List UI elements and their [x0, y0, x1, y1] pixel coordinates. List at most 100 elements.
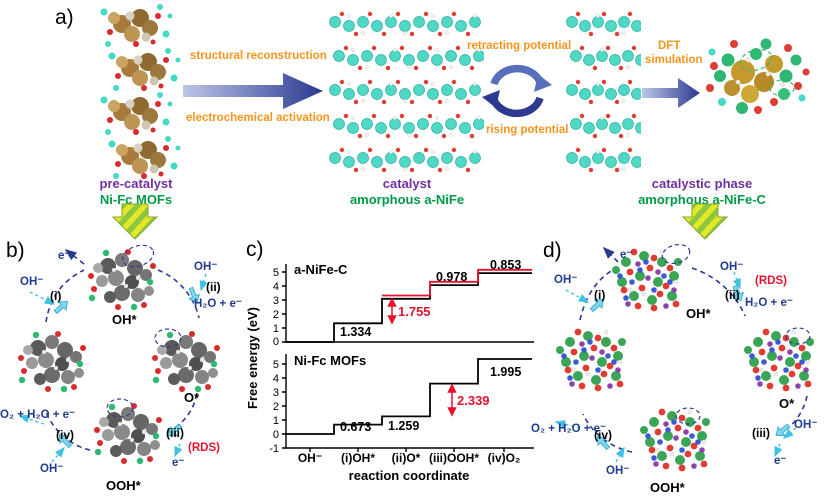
dft-arrow-icon	[642, 78, 700, 108]
top-ytick: 4	[273, 281, 279, 293]
top-rds-arrow	[387, 297, 397, 325]
caption-catalytic-phase: catalystic phase amorphous a-NiFe-C	[612, 176, 792, 209]
potential-cycle-icon	[482, 64, 552, 118]
b-ooh-star-label: OOH*	[106, 478, 141, 493]
xtick-iv-o2: (iv)O₂	[488, 451, 521, 465]
cluster-o-image	[743, 328, 815, 392]
feed-arrows	[554, 271, 797, 463]
chart-xlabel: reaction coordinate	[349, 468, 470, 483]
b-hydroxide-left-label: OH⁻	[20, 276, 44, 288]
bottom-value-1: 0.673	[340, 420, 371, 434]
step-iii-arrow-icon	[772, 420, 793, 441]
b-hydroxide-bottom-label: OH⁻	[40, 463, 64, 475]
d-water-electron-label: H₂O + e⁻	[745, 297, 793, 309]
xtick-i-oh: (i)OH*	[341, 451, 375, 465]
caption-pre-catalyst: pre-catalyst Ni-Fc MOFs	[66, 176, 206, 209]
caption-catalyst-line1: catalyst	[382, 176, 432, 191]
a-nife-c-cluster-image	[705, 37, 811, 115]
bottom-rds-arrow	[447, 383, 457, 417]
dft-label-line2: simulation	[645, 54, 703, 66]
caption-catalyst: catalyst amorphous a-NiFe	[322, 176, 492, 209]
d-step-iii-label: (iii)	[752, 426, 770, 440]
top-ytick: 1	[273, 323, 279, 335]
b-electron-bottom-label: e⁻	[172, 457, 185, 469]
b-oxygen-product-label: O₂ + H₂O + e⁻	[0, 409, 76, 421]
xtick-ii-o: (ii)O*	[392, 451, 421, 465]
d-hydroxide-right-label: OH⁻	[720, 261, 744, 273]
d-o-star-label: O*	[779, 396, 795, 411]
b-step-iv-label: (iv)	[56, 428, 74, 442]
top-value-1: 1.334	[340, 325, 371, 339]
bottom-ytick: 4	[273, 373, 279, 385]
top-value-4: 0.853	[490, 258, 521, 272]
amorphous-layers-small-image	[566, 11, 641, 173]
retracting-potential-label: retracting potential	[467, 40, 572, 52]
caption-pre-catalyst-line2: Ni-Fc MOFs	[99, 192, 173, 208]
d-oh-star-label: OH*	[686, 306, 711, 321]
b-water-electron-label: H₂O + e⁻	[194, 298, 242, 310]
down-arrow-right-icon	[682, 203, 728, 240]
b-oh-star-label: OH*	[112, 312, 137, 327]
d-hydroxide-iii-label: OH⁻	[794, 419, 818, 431]
bottom-ytick: -1	[269, 443, 279, 455]
panel-b-label: b)	[6, 239, 25, 262]
d-step-i-label: (i)	[594, 288, 606, 302]
panel-b-cycle-diagram	[17, 244, 221, 465]
bottom-value-4: 1.995	[490, 365, 521, 379]
amorphous-layers-image	[329, 11, 484, 173]
chart-bottom-title: Ni-Fc MOFs	[294, 353, 366, 368]
cluster-bare-image	[555, 328, 627, 392]
structural-reconstruction-label: structural reconstruction	[190, 50, 327, 62]
xtick-iii-ooh: (iii)OOH*	[429, 451, 479, 465]
down-arrow-left-icon	[112, 203, 158, 240]
mof-crystal-stack-image	[100, 4, 181, 179]
xtick-oh: OH⁻	[298, 451, 322, 465]
d-hydroxide-left-label: OH⁻	[554, 274, 578, 286]
dft-label-line1: DFT	[658, 40, 681, 52]
chart-top-title: a-NiFe-C	[294, 262, 348, 277]
panel-d-label: d)	[543, 239, 562, 262]
chart-ylabel: Free energy (eV)	[246, 307, 260, 409]
b-electron-top-label: e⁻	[58, 250, 71, 262]
d-step-ii-label: (ii)	[725, 288, 740, 302]
top-ytick: 0	[273, 336, 279, 348]
d-oxygen-product-label: O₂ + H₂O + e⁻	[531, 423, 607, 435]
top-rds-value: 1.755	[398, 304, 431, 319]
bottom-ytick: 5	[273, 359, 279, 371]
bottom-value-2: 1.259	[388, 419, 419, 433]
b-step-i-label: (i)	[50, 289, 62, 303]
top-ytick: 2	[273, 309, 279, 321]
bottom-ytick: 1	[273, 415, 279, 427]
d-rds-label: (RDS)	[755, 275, 787, 287]
b-step-ii-label: (ii)	[206, 280, 221, 294]
top-energy-profile-overlay	[382, 268, 532, 297]
bottom-ytick: 2	[273, 401, 279, 413]
b-rds-label: (RDS)	[188, 442, 220, 454]
active-site-circles	[661, 243, 811, 425]
b-o-star-label: O*	[184, 390, 200, 405]
panel-a-label: a)	[55, 6, 74, 29]
active-site-circles	[106, 244, 182, 418]
b-hydroxide-right-label: OH⁻	[194, 261, 218, 273]
panel-c-label: c)	[246, 238, 264, 261]
caption-catalyst-line2: amorphous a-NiFe	[349, 192, 465, 208]
caption-catalytic-phase-line2: amorphous a-NiFe-C	[638, 192, 766, 208]
free-energy-chart: a-NiFe-C Ni-Fc MOFs Free energy (eV) rea…	[246, 258, 534, 483]
bottom-ytick: 0	[273, 429, 279, 441]
bottom-rds-value: 2.339	[457, 393, 490, 408]
cluster-o-image	[151, 330, 221, 393]
rising-potential-label: rising potential	[486, 124, 569, 136]
bottom-ytick: 3	[273, 387, 279, 399]
top-ytick: 3	[273, 295, 279, 307]
feed-arrows	[18, 273, 208, 463]
caption-catalytic-phase-line1: catalystic phase	[651, 176, 753, 191]
d-electron-top-label: e⁻	[620, 249, 633, 261]
top-value-3: 0.978	[436, 270, 467, 284]
bottom-energy-profile	[286, 358, 532, 435]
panel-d-cycle-diagram	[554, 243, 815, 472]
d-hydroxide-bottom-label: OH⁻	[606, 465, 630, 477]
electrochemical-activation-label: electrochemical activation	[186, 112, 330, 124]
b-step-iii-label: (iii)	[166, 426, 184, 440]
top-ytick: 5	[273, 267, 279, 279]
